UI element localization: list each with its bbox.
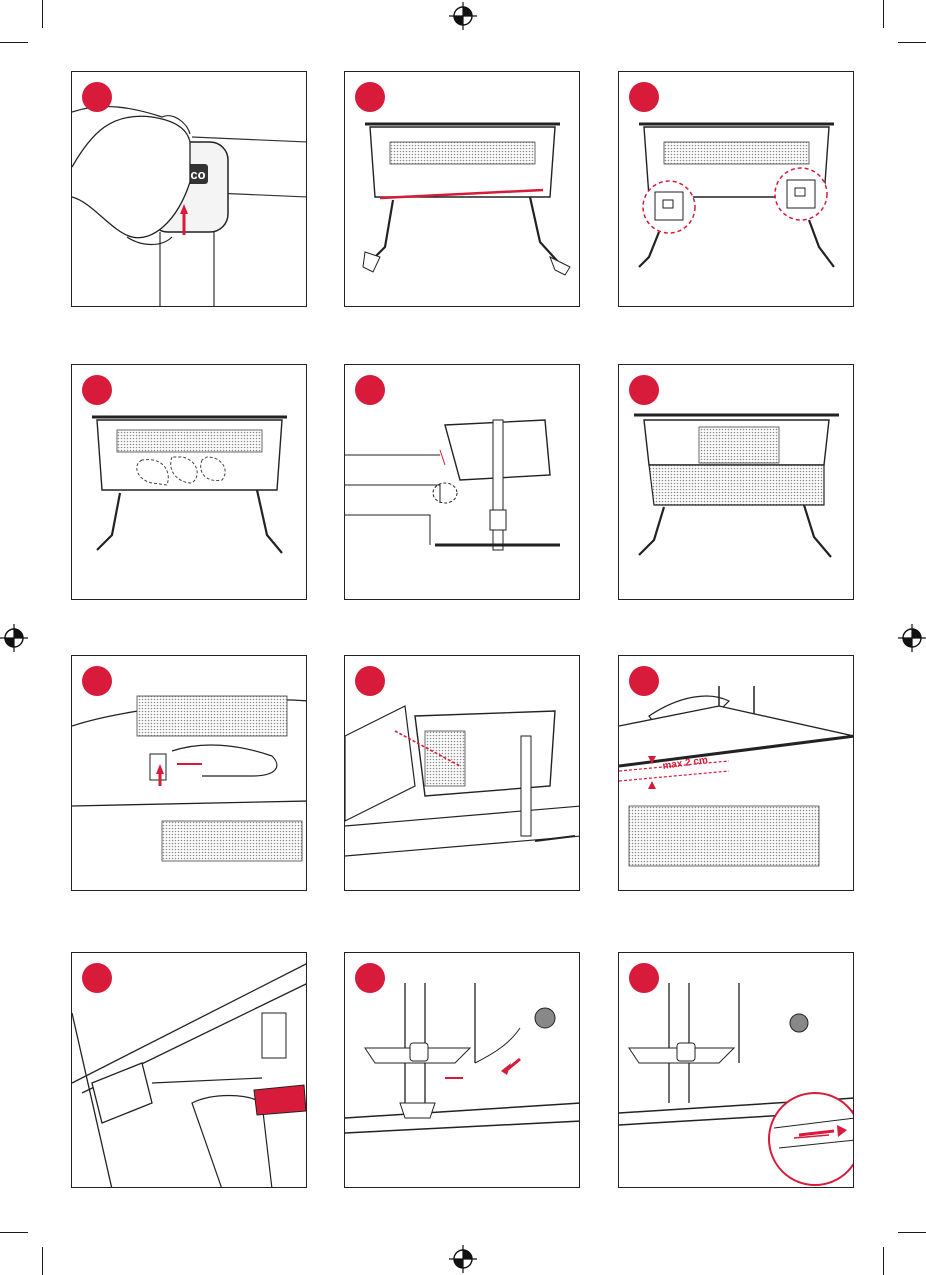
figure-3	[618, 71, 854, 307]
registration-mark-icon	[898, 624, 926, 652]
step-badge	[355, 666, 385, 696]
figure-1: chicco	[71, 71, 307, 307]
crop-mark	[42, 0, 43, 28]
figure-2	[344, 71, 580, 307]
registration-mark-icon	[0, 624, 28, 652]
step-badge	[629, 963, 659, 993]
figure-6	[618, 364, 854, 600]
figure-10	[71, 952, 307, 1188]
bassinet-side	[649, 465, 824, 505]
step-badge	[629, 666, 659, 696]
figure-7	[71, 655, 307, 891]
figure-9: max 2 cm	[618, 655, 854, 891]
crop-mark	[898, 42, 926, 43]
registration-mark-icon	[449, 1245, 477, 1273]
step-badge	[82, 963, 112, 993]
crop-mark	[0, 42, 28, 43]
step-badge	[355, 82, 385, 112]
figure-8	[344, 655, 580, 891]
step-badge	[629, 375, 659, 405]
figure-5	[344, 364, 580, 600]
step-badge	[82, 82, 112, 112]
crop-mark	[0, 1232, 28, 1233]
step-badge	[355, 375, 385, 405]
step-badge	[355, 963, 385, 993]
callout-lines	[345, 455, 440, 545]
crop-mark	[883, 0, 884, 28]
figure-12	[618, 952, 854, 1188]
step-badge	[629, 82, 659, 112]
crop-mark	[898, 1232, 926, 1233]
crop-mark	[42, 1247, 43, 1275]
red-buckle	[254, 1085, 306, 1115]
registration-mark-icon	[449, 2, 477, 30]
step-badge	[82, 666, 112, 696]
figure-4	[71, 364, 307, 600]
step-badge	[82, 375, 112, 405]
figure-11	[344, 952, 580, 1188]
crop-mark	[883, 1247, 884, 1275]
magnifier-circle	[769, 1093, 854, 1185]
